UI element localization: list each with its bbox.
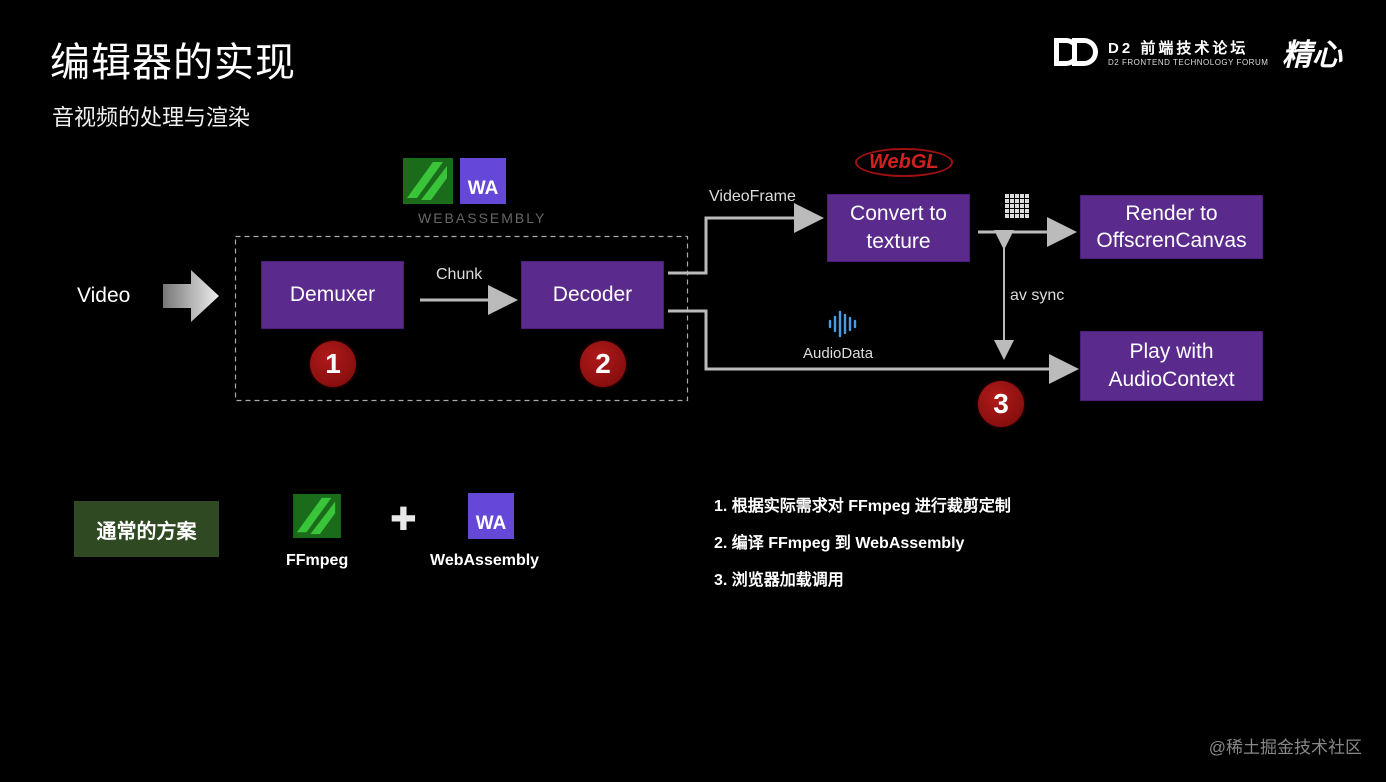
step-badge-1: 1 xyxy=(310,341,356,387)
watermark: @稀土掘金技术社区 xyxy=(1208,738,1362,757)
audiodata-arrow xyxy=(668,309,1079,384)
step-item-3: 3. 浏览器加载调用 xyxy=(714,572,844,589)
webassembly-logo-icon: WA xyxy=(468,493,514,539)
audio-wave-icon xyxy=(828,308,860,345)
d2-logo xyxy=(1052,36,1098,68)
step-badge-2: 2 xyxy=(580,341,626,387)
webassembly-label: WebAssembly xyxy=(430,552,540,569)
wasm-region xyxy=(234,235,689,402)
render-offscreen-canvas-box: Render to OffscrenCanvas xyxy=(1081,196,1262,258)
chunk-label: Chunk xyxy=(436,266,483,283)
page-subtitle: 音视频的处理与渲染 xyxy=(52,105,251,130)
common-solution-label: 通常的方案 xyxy=(74,501,219,557)
plus-icon: ✚ xyxy=(390,501,417,537)
step-item-2: 2. 编译 FFmpeg 到 WebAssembly xyxy=(714,535,965,552)
convert-to-texture-box: Convert to texture xyxy=(828,195,969,261)
webassembly-icon: WA xyxy=(460,158,506,204)
forum-name: D2 前端技术论坛 xyxy=(1108,40,1249,57)
videoframe-arrow xyxy=(668,203,824,275)
step-item-1: 1. 根据实际需求对 FFmpeg 进行裁剪定制 xyxy=(714,498,1011,515)
webassembly-wordmark: WEBASSEMBLY xyxy=(418,210,547,226)
ffmpeg-icon xyxy=(403,158,453,209)
ffmpeg-label: FFmpeg xyxy=(286,552,349,569)
audiodata-label: AudioData xyxy=(803,345,874,362)
video-arrow-icon xyxy=(163,270,219,327)
ffmpeg-logo-icon xyxy=(293,494,341,543)
av-sync-label: av sync xyxy=(1010,287,1065,304)
videoframe-label: VideoFrame xyxy=(709,188,796,205)
demuxer-box: Demuxer xyxy=(262,262,403,328)
video-input-label: Video xyxy=(77,284,131,307)
brand-logo: 精心 xyxy=(1282,38,1342,73)
solution-steps: 1. 根据实际需求对 FFmpeg 进行裁剪定制 2. 编译 FFmpeg 到 … xyxy=(714,496,1011,607)
step-badge-3: 3 xyxy=(978,381,1024,427)
forum-english: D2 FRONTEND TECHNOLOGY FORUM xyxy=(1108,58,1269,67)
decoder-box: Decoder xyxy=(522,262,663,328)
webgl-logo: WebGL xyxy=(855,148,953,177)
page-title: 编辑器的实现 xyxy=(50,41,296,85)
pixel-grid-icon xyxy=(1005,194,1031,225)
play-audiocontext-box: Play with AudioContext xyxy=(1081,332,1262,400)
